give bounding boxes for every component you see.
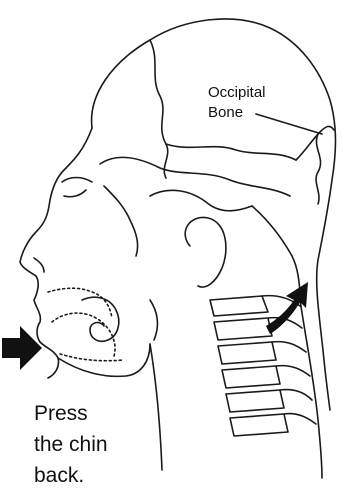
occipital-leader-line [256, 114, 322, 134]
sagittal-suture [166, 144, 296, 160]
caption-line-1: Press [34, 398, 108, 429]
ear [185, 217, 226, 287]
caption-line-3: back. [34, 460, 108, 491]
epiglottis-curve [150, 300, 157, 340]
occipital-detail [316, 134, 321, 204]
temporal-suture [150, 190, 252, 210]
pharynx-curve [82, 297, 119, 341]
neck-back [300, 300, 322, 478]
eye [64, 190, 86, 197]
occipital-bone-label: Occipital Bone [208, 83, 266, 123]
occipital-label-line-1: Occipital [208, 83, 266, 103]
cervical-vertebrae [210, 296, 316, 436]
instruction-caption: Press the chin back. [34, 398, 108, 491]
squamous-suture [100, 157, 290, 196]
neck-front [150, 344, 162, 470]
parietal-lower-suture [252, 206, 300, 300]
occipital-label-line-2: Bone [208, 103, 266, 123]
nostril [34, 258, 44, 272]
caption-line-2: the chin [34, 429, 108, 460]
sphenoid-suture [104, 186, 138, 256]
coronal-suture [150, 40, 168, 178]
chin-arrow [2, 326, 42, 370]
eyebrow [62, 178, 92, 183]
tongue-dotted [52, 313, 115, 356]
